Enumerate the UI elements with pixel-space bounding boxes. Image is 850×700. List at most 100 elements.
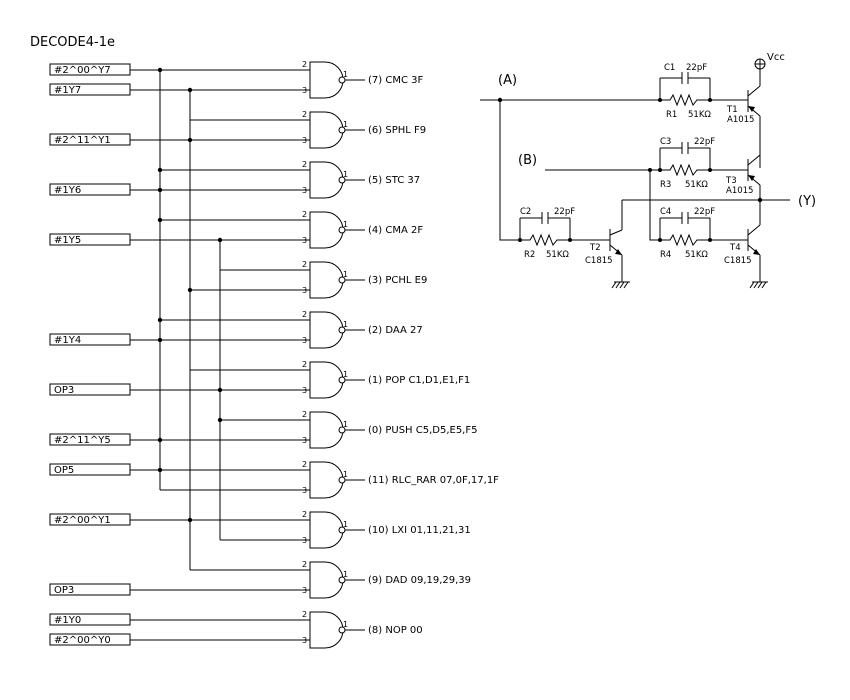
svg-text:T3: T3 <box>725 176 737 186</box>
schematic-title: DECODE4-1e <box>30 35 115 50</box>
svg-text:#2^00^Y1: #2^00^Y1 <box>54 515 111 526</box>
svg-text:C4: C4 <box>660 207 671 217</box>
gate-label: (2) DAA 27 <box>368 325 423 336</box>
input-labels: #2^00^Y7 #1Y7 #2^11^Y1 #1Y6 #1Y5 #1Y4 OP… <box>49 63 131 646</box>
svg-text:1: 1 <box>343 370 348 379</box>
svg-text:2: 2 <box>302 110 307 119</box>
input-port: #1Y6 <box>49 183 131 196</box>
nand-gate-pchl: 231 (3) PCHL E9 <box>302 260 427 299</box>
nand-gate-push: 231 (0) PUSH C5,D5,E5,F5 <box>302 410 477 449</box>
nand-gate-stc: 2 3 1 (5) STC 37 <box>302 160 420 199</box>
svg-text:1: 1 <box>343 120 348 129</box>
svg-text:3: 3 <box>302 336 307 345</box>
svg-text:C1815: C1815 <box>585 256 613 266</box>
svg-text:2: 2 <box>302 160 307 169</box>
gate-label: (3) PCHL E9 <box>368 275 427 286</box>
gate-label: (6) SPHL F9 <box>368 125 426 136</box>
ground-icon <box>611 281 630 289</box>
nand-gate-sphl: 2 3 1 (6) SPHL F9 <box>302 110 426 149</box>
svg-text:OP5: OP5 <box>54 465 74 476</box>
svg-text:#1Y0: #1Y0 <box>54 615 81 626</box>
input-a-label: (A) <box>498 73 517 88</box>
svg-text:R4: R4 <box>660 250 671 260</box>
nand-gate-dad: 231 (9) DAD 09,19,29,39 <box>302 560 471 599</box>
transistor-t1: T1 A1015 <box>726 85 761 168</box>
svg-text:#2^00^Y7: #2^00^Y7 <box>54 65 111 76</box>
svg-text:R1: R1 <box>666 110 677 120</box>
input-port: #1Y4 <box>49 333 131 346</box>
input-port: #1Y5 <box>49 233 131 246</box>
svg-text:3: 3 <box>302 136 307 145</box>
c4-r4-network: C4 22pF R4 51KΩ <box>648 168 748 260</box>
svg-text:R2: R2 <box>524 250 535 260</box>
transistor-circuit: Vcc (A) C1 22pF R1 51KΩ T1 A1015 (B) <box>480 52 816 289</box>
svg-text:T2: T2 <box>589 243 601 253</box>
svg-text:A1015: A1015 <box>727 115 754 125</box>
svg-text:#1Y7: #1Y7 <box>54 85 81 96</box>
svg-text:51KΩ: 51KΩ <box>685 250 708 260</box>
svg-text:22pF: 22pF <box>554 207 575 217</box>
nand-gate-rlc-rar: 231 (11) RLC_RAR 07,0F,17,1F <box>302 460 499 499</box>
svg-text:1: 1 <box>343 470 348 479</box>
c2-r2-network: C2 22pF R2 51KΩ <box>518 207 610 260</box>
nand-gate-daa: 231 (2) DAA 27 <box>302 310 423 349</box>
svg-text:A1015: A1015 <box>726 186 753 196</box>
svg-text:3: 3 <box>302 286 307 295</box>
svg-text:1: 1 <box>343 620 348 629</box>
gate-label: (7) CMC 3F <box>368 75 423 86</box>
svg-text:51KΩ: 51KΩ <box>688 110 711 120</box>
svg-text:C2: C2 <box>520 207 531 217</box>
c3-r3-network: C3 22pF R3 51KΩ <box>658 137 748 190</box>
gate-label: (9) DAD 09,19,29,39 <box>368 575 471 586</box>
svg-text:22pF: 22pF <box>686 63 707 73</box>
gate-label: (8) NOP 00 <box>368 625 423 636</box>
svg-text:22pF: 22pF <box>694 137 715 147</box>
svg-text:2: 2 <box>302 360 307 369</box>
svg-text:3: 3 <box>302 186 307 195</box>
svg-text:2: 2 <box>302 410 307 419</box>
svg-text:T1: T1 <box>726 105 738 115</box>
svg-text:3: 3 <box>302 386 307 395</box>
c1-r1-network: C1 22pF R1 51KΩ <box>658 63 748 120</box>
input-port: #2^11^Y5 <box>49 433 131 446</box>
gate-label: (1) POP C1,D1,E1,F1 <box>368 375 470 386</box>
svg-text:#2^00^Y0: #2^00^Y0 <box>54 635 111 646</box>
svg-text:C1815: C1815 <box>724 256 752 266</box>
gate-label: (4) CMA 2F <box>368 225 423 236</box>
svg-text:#1Y4: #1Y4 <box>54 335 81 346</box>
vcc-symbol: Vcc <box>754 52 785 86</box>
svg-text:1: 1 <box>343 70 348 79</box>
nand-gate-cma: 2 3 1 (4) CMA 2F <box>302 210 423 249</box>
svg-text:1: 1 <box>343 420 348 429</box>
svg-text:1: 1 <box>343 220 348 229</box>
svg-text:R3: R3 <box>660 180 671 190</box>
svg-text:3: 3 <box>302 536 307 545</box>
svg-text:1: 1 <box>343 520 348 529</box>
svg-text:1: 1 <box>343 170 348 179</box>
svg-text:22pF: 22pF <box>694 207 715 217</box>
svg-text:3: 3 <box>302 586 307 595</box>
svg-text:3: 3 <box>302 436 307 445</box>
nand-gate-nop: 231 (8) NOP 00 <box>302 610 423 649</box>
svg-text:C3: C3 <box>660 137 671 147</box>
gate-input-wires <box>160 69 310 571</box>
svg-text:3: 3 <box>302 236 307 245</box>
svg-text:2: 2 <box>302 460 307 469</box>
svg-text:2: 2 <box>302 560 307 569</box>
input-port: #1Y0 <box>49 613 131 626</box>
gate-label: (5) STC 37 <box>368 175 420 186</box>
svg-text:1: 1 <box>343 320 348 329</box>
junction-dots <box>157 67 223 523</box>
output-y-label: (Y) <box>798 194 816 209</box>
nand-gate-pop: 2 3 1 (1) POP C1,D1,E1,F1 <box>302 360 470 399</box>
nand-gate-cmc: 231 (7) CMC 3F <box>302 60 423 99</box>
svg-text:#2^11^Y5: #2^11^Y5 <box>54 435 111 446</box>
svg-text:2: 2 <box>302 260 307 269</box>
svg-text:2: 2 <box>302 610 307 619</box>
transistor-t2: T2 C1815 <box>585 229 630 289</box>
gate-label: (11) RLC_RAR 07,0F,17,1F <box>368 475 499 486</box>
svg-text:T4: T4 <box>729 243 741 253</box>
svg-text:2: 2 <box>302 210 307 219</box>
